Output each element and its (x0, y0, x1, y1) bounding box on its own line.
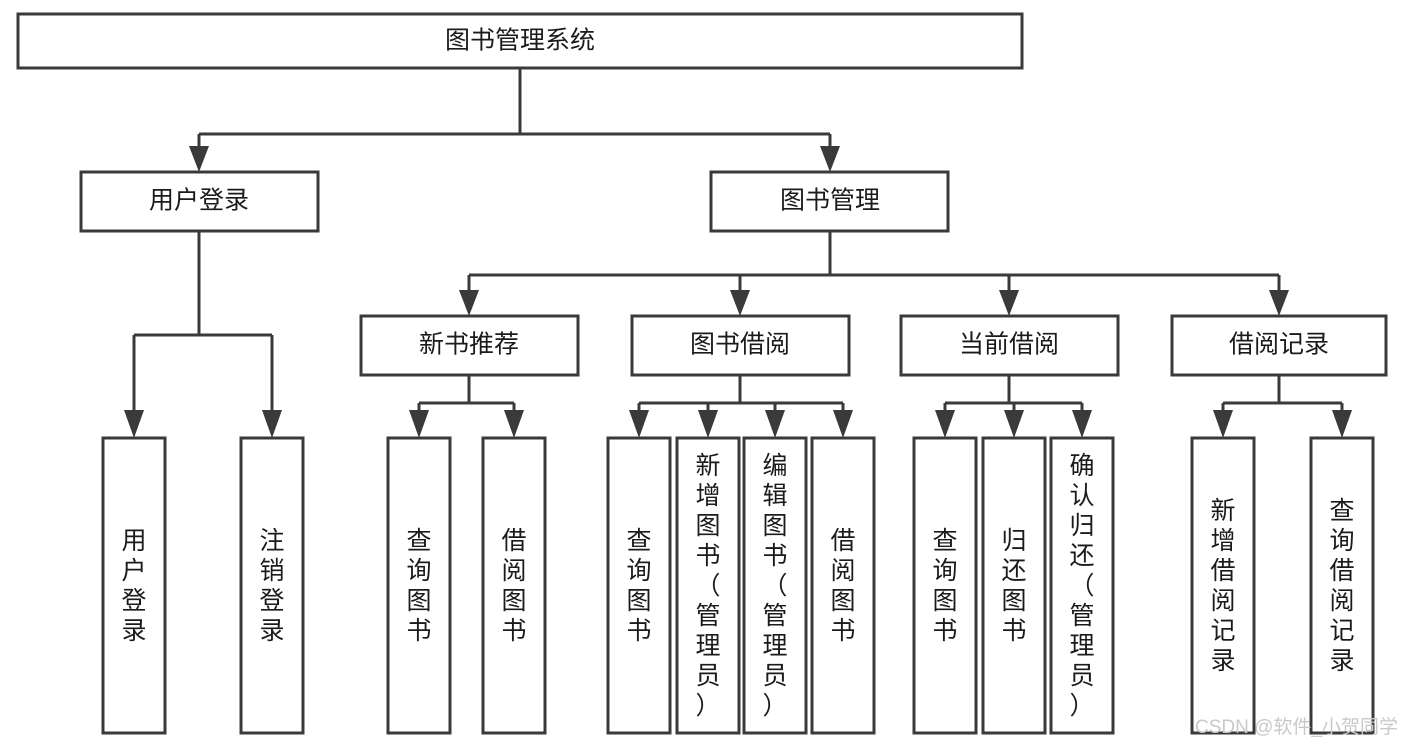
leaf-label-borrow-book: 借阅图书 (830, 527, 855, 645)
arrowhead-newbook-leaf-1 (409, 410, 429, 438)
node-box-user-login[interactable] (79, 170, 320, 233)
leaf-label-query-book-newrec: 查询图书 (406, 527, 431, 645)
node-box-book-borrow[interactable] (630, 314, 851, 377)
leaf-query-book-current[interactable]: 查询图书 (912, 436, 978, 735)
arrowhead-bookborrow-leaf-2 (698, 410, 718, 438)
arrowhead-newbook-leaf-2 (504, 410, 524, 438)
leaf-add-book-admin[interactable]: 新增图书（管理员） (675, 436, 741, 735)
node-label-current-borrow: 当前借阅 (959, 331, 1059, 359)
leaf-box-add-borrow-record[interactable] (1190, 436, 1256, 735)
leaf-box-query-book-current[interactable] (912, 436, 978, 735)
node-book-borrow[interactable]: 图书借阅 (630, 314, 851, 377)
leaf-box-query-book-newrec[interactable] (386, 436, 452, 735)
csdn-watermark: CSDN @软件_小贺同学 (1195, 716, 1398, 738)
node-box-borrow-record[interactable] (1170, 314, 1388, 377)
arrowhead-current-borrow (999, 290, 1019, 316)
leaf-logout[interactable]: 注销登录 (239, 436, 305, 735)
leaf-box-borrow-book-newrec[interactable] (481, 436, 547, 735)
node-label-user-login: 用户登录 (149, 187, 249, 215)
arrowhead-book-borrow (730, 290, 750, 316)
arrowhead-borrow-record (1269, 290, 1289, 316)
leaf-label-add-book-admin: 新增图书（管理员） (695, 452, 720, 720)
leaf-user-login[interactable]: 用户登录 (101, 436, 167, 735)
leaf-query-book-newrec[interactable]: 查询图书 (386, 436, 452, 735)
node-user-login[interactable]: 用户登录 (79, 170, 320, 233)
leaf-return-book[interactable]: 归还图书 (981, 436, 1047, 735)
node-box-book-management[interactable] (709, 170, 950, 233)
node-box-root-system[interactable] (16, 12, 1024, 70)
leaf-label-edit-book-admin: 编辑图书（管理员） (762, 452, 787, 720)
node-root-system[interactable]: 图书管理系统 (16, 12, 1024, 70)
arrowhead-leaf-logout (262, 410, 282, 438)
leaf-label-borrow-book-newrec: 借阅图书 (501, 527, 526, 645)
leaf-box-confirm-return-admin[interactable] (1049, 436, 1115, 735)
node-box-new-book-recommend[interactable] (359, 314, 580, 377)
arrowhead-leaf-user-login (124, 410, 144, 438)
node-borrow-record[interactable]: 借阅记录 (1170, 314, 1388, 377)
node-label-book-management: 图书管理 (780, 187, 880, 215)
arrowhead-bookborrow-leaf-4 (833, 410, 853, 438)
leaf-confirm-return-admin[interactable]: 确认归还（管理员） (1049, 436, 1115, 735)
leaf-box-query-borrow-record[interactable] (1309, 436, 1375, 735)
leaf-box-query-book-borrow[interactable] (606, 436, 672, 735)
leaf-add-borrow-record[interactable]: 新增借阅记录 (1190, 436, 1256, 735)
leaf-edit-book-admin[interactable]: 编辑图书（管理员） (742, 436, 808, 735)
node-label-borrow-record: 借阅记录 (1229, 331, 1329, 359)
connector-layer (124, 68, 1352, 438)
leaf-box-edit-book-admin[interactable] (742, 436, 808, 735)
leaf-box-return-book[interactable] (981, 436, 1047, 735)
leaf-label-add-borrow-record: 新增借阅记录 (1210, 497, 1235, 675)
node-new-book-recommend[interactable]: 新书推荐 (359, 314, 580, 377)
leaf-query-book-borrow[interactable]: 查询图书 (606, 436, 672, 735)
arrowhead-bookborrow-leaf-1 (629, 410, 649, 438)
leaf-label-query-book-borrow: 查询图书 (626, 527, 651, 645)
leaf-box-borrow-book[interactable] (810, 436, 876, 735)
arrowhead-new-book-rec (459, 290, 479, 316)
leaf-borrow-book-newrec[interactable]: 借阅图书 (481, 436, 547, 735)
arrowhead-borrowrecord-leaf-2 (1332, 410, 1352, 438)
node-label-new-book-recommend: 新书推荐 (419, 331, 519, 359)
node-book-management[interactable]: 图书管理 (709, 170, 950, 233)
arrowhead-bookborrow-leaf-3 (765, 410, 785, 438)
leaf-label-return-book: 归还图书 (1001, 527, 1026, 645)
arrowhead-user-login (189, 146, 209, 172)
leaf-box-user-login[interactable] (101, 436, 167, 735)
node-layer: 图书管理系统 用户登录 图书管理 新书推荐 图书借阅 当前 (16, 12, 1388, 735)
arrowhead-book-manage (820, 146, 840, 172)
arrowhead-currentborrow-leaf-1 (935, 410, 955, 438)
node-label-book-borrow: 图书借阅 (690, 331, 790, 359)
node-box-current-borrow[interactable] (899, 314, 1120, 377)
leaf-box-add-book-admin[interactable] (675, 436, 741, 735)
leaf-query-borrow-record[interactable]: 查询借阅记录 (1309, 436, 1375, 735)
leaf-label-query-book-current: 查询图书 (932, 527, 957, 645)
arrowhead-currentborrow-leaf-3 (1072, 410, 1092, 438)
leaf-label-logout: 注销登录 (259, 527, 284, 645)
arrowhead-borrowrecord-leaf-1 (1213, 410, 1233, 438)
leaf-box-logout[interactable] (239, 436, 305, 735)
leaf-borrow-book[interactable]: 借阅图书 (810, 436, 876, 735)
arrowhead-currentborrow-leaf-2 (1004, 410, 1024, 438)
node-current-borrow[interactable]: 当前借阅 (899, 314, 1120, 377)
leaf-label-user-login: 用户登录 (121, 527, 146, 645)
leaf-label-query-borrow-record: 查询借阅记录 (1329, 497, 1354, 675)
node-label-root-system: 图书管理系统 (445, 27, 595, 55)
leaf-label-confirm-return-admin: 确认归还（管理员） (1069, 452, 1094, 720)
